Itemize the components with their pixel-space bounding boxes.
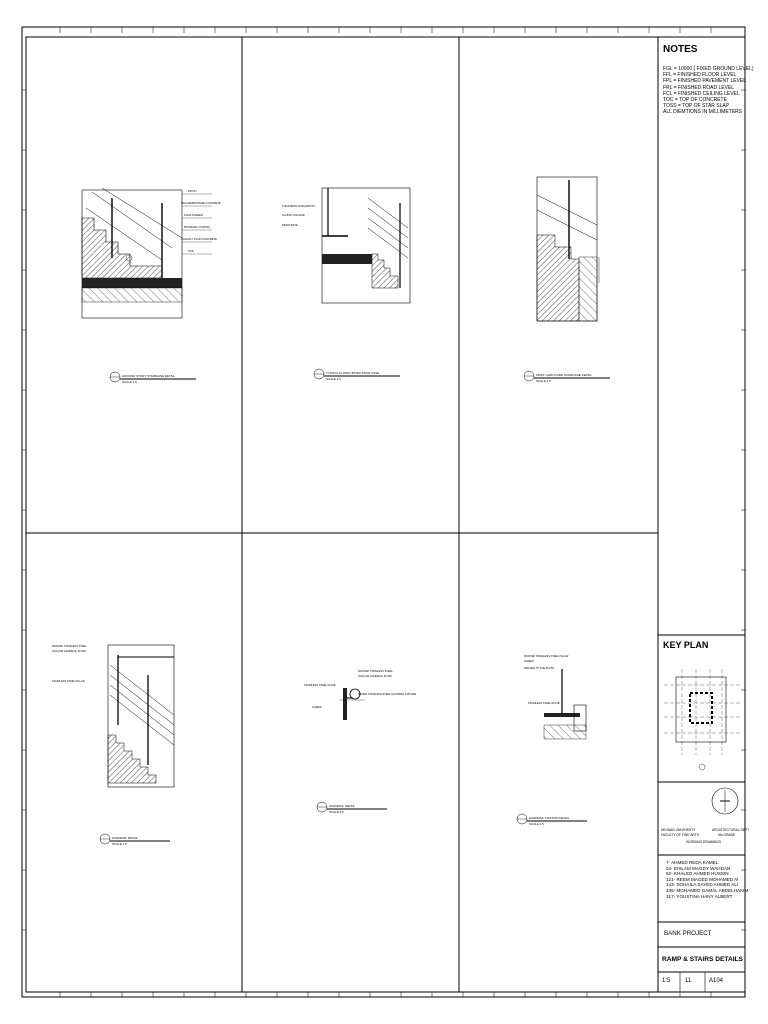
detail-6-label-plate: STAINLESS STEEL PLATE [528,702,560,705]
note-item: FRL = FINISHED ROAD LEVEL [663,84,735,91]
team-members-list: 7- AHMED REDA KAMEL 24- EISLAM MAGDY WAH… [666,860,748,899]
detail-2-label-anchor: SLAB BY ANCHOR [282,214,305,217]
detail-1-callout [109,371,196,383]
detail-5-title: HANDRAIL DETAIL [329,804,356,808]
key-plan-title: KEY PLAN [663,640,709,650]
detail-5-label-stainless: PAINTED STAINLESS STEEL [358,670,393,673]
detail-6-callout [516,813,587,825]
university-name: HELWAN UNIVERSITY [661,828,696,832]
detail-4-label-handrail: HOLLOW HANDRAIL 50 MM [52,650,86,653]
handrail-fixation-detail [543,669,587,740]
typical-floor-upper-staircase-detail [321,187,411,304]
first-land-fixed-staircase-detail [536,176,600,322]
team-member: 235- MOHAMED GAMAL ABDELHAKIM [666,887,749,893]
project-name: BANK PROJECT [664,930,712,937]
detail-3-scale: SCALE 1:5 [536,379,551,383]
north-arrow-icon [711,787,739,815]
team-member: 7- AHMED REDA KAMEL [666,860,719,865]
detail-2-label-epoxy: THICKNESS 50 MM EPOXY [282,205,316,208]
detail-5-callout [316,801,387,813]
detail-5-label-plate: STAINLESS STEEL PLATE [304,684,336,687]
detail-1-label-plain-concrete: SLIGHTLY PLAIN CONCRETE [181,238,217,241]
detail-2-label-resin: RESIN BASE [282,224,298,227]
detail-1-title: GROUND STORY STAIRCASE DETAIL [122,374,176,378]
team-member: 24- EISLAM MAGDY WAHDAN [666,865,731,871]
ground-story-staircase-detail [81,187,212,319]
detail-6-label-screw: SCREW [524,660,534,663]
detail-3-title: FIRST LAND FIXED STAIRCASE DETAIL [536,373,592,377]
note-item: TOSS = TOP OF STAR SLAP [663,103,730,110]
detail-4-label-stainless: PAINTED STAINLESS STEEL [52,645,87,648]
detail-2-title: TYPICAL FLOOR UPPER STAIR CASE [326,371,380,375]
detail-6-label-welded: WELDED TO THE PLATE [524,667,554,670]
detail-5-label-handrail: HOLLOW HANDRAIL 50 MM [358,675,392,678]
note-item: TOC = TOP OF CONCRETE [663,97,727,104]
notes-title: NOTES [663,44,698,55]
detail-4-title: HANDRAIL DETAIL [112,836,139,840]
team-member: 317- YOUSTINA HANY ALBERT [666,893,733,899]
team-member: 121- REEM MAGED MOHAMED Al [666,876,739,882]
note-item: FPL = FINISHED PAVEMENT LEVEL [663,78,747,85]
detail-3-callout [523,370,610,382]
detail-1-label-bitumen: BITUMINAL COATING [184,226,211,229]
drawing-type: WORKING DRAWINGS [686,840,722,844]
note-item: FCL = FINISHED CEILING LEVEL [663,90,740,97]
detail-6-label-pillar: PAINTED STAINLESS STEEL PILLAR [524,655,569,658]
detail-6-scale: SCALE 1:5 [529,822,544,826]
detail-4-scale: SCALE 1:5 [112,842,127,846]
sheet-title: RAMP & STAIRS DETAILS [662,956,743,963]
team-member: 143- SOHAILA SAYED AHMED ALI [666,882,739,888]
handrail-detail-1 [107,644,175,788]
notes-list: FGL = 10000 ( FIXED GROUND LEVEL) FFL = … [663,66,754,116]
sheet-number: 11 [685,978,692,984]
detail-5-label-fixture: SILVER STAINLESS STEEL HANDRAIL FIXTURE [358,693,417,696]
detail-2-callout [313,368,400,380]
note-item: ALL DIEMTIONS IN MILLIMETERS [663,109,742,116]
team-member: 62- KHALED AHMED HUSSIN [666,871,729,877]
detail-5-label-screw: SCREW [312,706,322,709]
note-item: FFL = FINISHED FLOOR LEVEL [663,72,737,79]
sheet-scale: 1:5 [662,978,671,984]
faculty-name: FACULTY OF FINE ARTS [661,833,699,837]
detail-1-label-epoxy: EPOXY [188,190,197,193]
detail-1-scale: SCALE 1:5 [122,380,137,384]
key-plan-drawing [664,669,740,771]
detail-6-title: HANDRAIL FIXATION DETAIL [529,816,570,820]
note-item: FGL = 10000 ( FIXED GROUND LEVEL) [663,66,754,72]
grade-label: 5th GRADE [718,833,736,837]
detail-4-label-pillar: STAINLESS STEEL PILLAR [52,680,85,683]
sheet-code: A104 [709,978,724,984]
detail-1-label-concrete: HIGH REINFORCED CONCRETE [181,202,221,205]
detail-5-scale: SCALE 1:5 [329,810,344,814]
detail-2-scale: SCALE 1:5 [326,377,341,381]
detail-4-callout [99,833,170,845]
detail-1-label-soil: SOIL [188,250,194,253]
department-name: ARCHITECTURAL DEPT [712,828,750,832]
handrail-detail-2 [339,688,365,720]
detail-1-label-screed: SUGA SCREED [184,214,203,217]
